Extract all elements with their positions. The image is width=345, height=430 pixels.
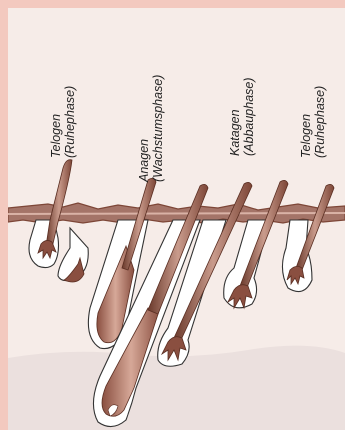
katagen-follicle-short [224,180,288,308]
label-katagen: Katagen (Abbauphase) [228,77,256,156]
diagram-svg: Telogen (Ruhephase) Anagen (Wachstumspha… [8,8,345,430]
label-anagen-detail: (Wachstumsphase) [151,75,165,182]
label-telogen-1-name: Telogen [49,114,63,158]
label-katagen-name: Katagen [228,109,242,156]
label-telogen-2: Telogen (Ruhephase) [299,86,327,158]
telogen-follicle-2 [282,184,334,291]
label-telogen-2-detail: (Ruhephase) [313,86,327,158]
label-telogen-2-name: Telogen [299,114,313,158]
label-katagen-detail: (Abbauphase) [242,77,256,156]
hair-cycle-diagram: Telogen (Ruhephase) Anagen (Wachstumspha… [8,8,345,430]
label-anagen-name: Anagen [137,139,151,183]
label-anagen: Anagen (Wachstumsphase) [137,75,165,183]
label-telogen-1-detail: (Ruhephase) [63,86,77,158]
label-telogen-1: Telogen (Ruhephase) [49,86,77,158]
